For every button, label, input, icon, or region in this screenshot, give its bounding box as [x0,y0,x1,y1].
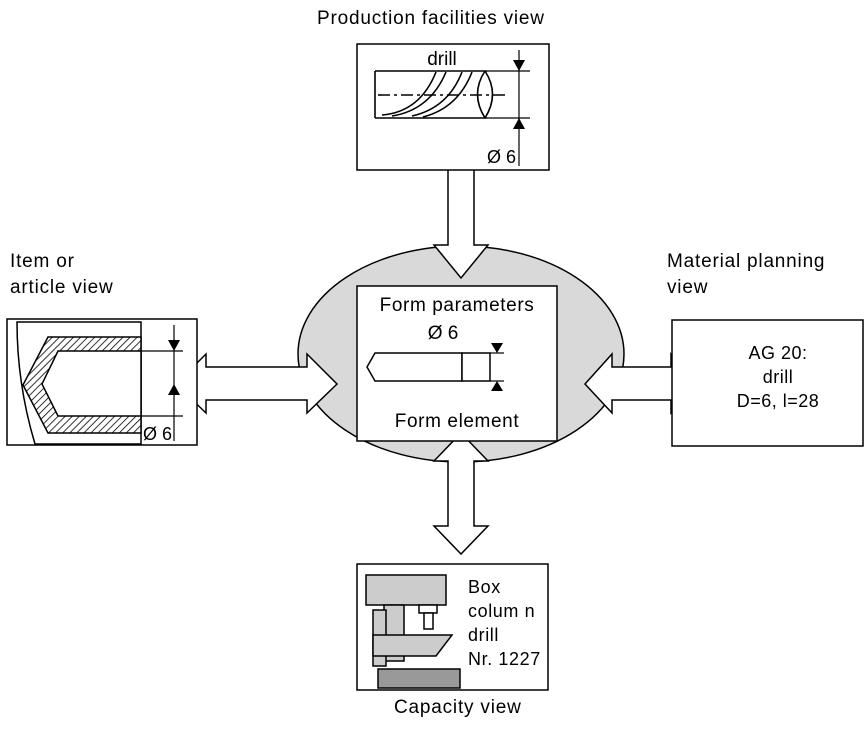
capacity-line1: Box [468,577,501,597]
material-line3: D=6, l=28 [737,391,820,411]
material-line1: AG 20: [748,343,807,363]
production-dim-label: Ø 6 [487,147,516,167]
item-view-title-line2: article view [10,277,114,298]
form-parameters-label: Form parameters [380,295,535,316]
article-part-drawing [16,321,183,445]
material-view-title-line2: view [667,277,709,298]
item-dim-label: Ø 6 [143,424,172,444]
capacity-line3: drill [468,625,499,645]
material-box [671,319,864,447]
drill-machine-drawing [365,574,461,689]
material-line2: drill [763,367,794,387]
arrow-item-center [174,352,339,415]
drill-bit-drawing [374,70,508,119]
drill-label: drill [427,49,457,70]
material-view-title-line1: Material planning [667,251,826,272]
form-dim-label: Ø 6 [428,323,459,344]
capacity-view-title: Capacity view [394,697,522,718]
capacity-line2: colum n [468,601,535,621]
form-element-label: Form element [395,411,520,432]
arrow-center-capacity [432,431,490,556]
item-view-title-line1: Item or [10,251,75,272]
capacity-line4: Nr. 1227 [468,649,541,669]
form-element-shape [366,352,463,382]
production-view-title: Production facilities view [317,8,545,29]
